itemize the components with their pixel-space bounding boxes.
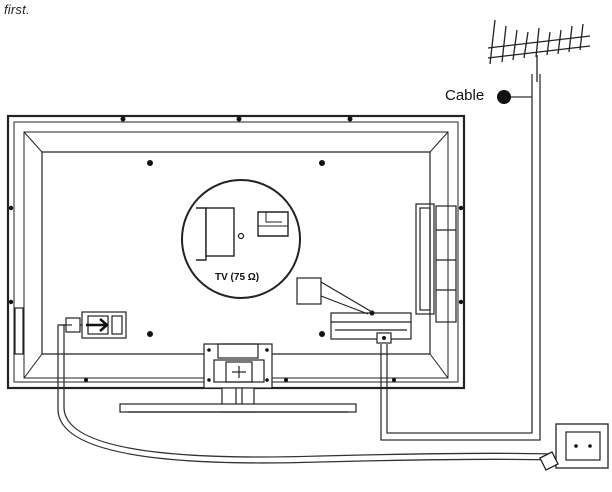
stand-screws: [207, 348, 269, 382]
antenna-icon: [487, 19, 591, 82]
arrow-right-icon: [86, 318, 109, 332]
antenna-cable: [380, 74, 541, 441]
cable-connector-icon: [497, 90, 511, 104]
port-magnifier: TV (75 Ω): [181, 179, 301, 299]
antenna-input-port: [376, 332, 392, 344]
wall-outlet-icon: [539, 423, 609, 471]
frame-screws: [8, 116, 464, 382]
bottom-terminal-strip: [330, 312, 412, 340]
instruction-text-fragment: first.: [4, 2, 30, 17]
side-button-panel: [14, 307, 24, 355]
terminal-panel: [415, 203, 457, 323]
tv-port-label: TV (75 Ω): [215, 272, 259, 283]
cable-label: Cable: [445, 87, 485, 104]
port-callout-pointer: [296, 277, 375, 316]
power-cord: [57, 324, 556, 464]
tv-stand: [119, 343, 357, 413]
